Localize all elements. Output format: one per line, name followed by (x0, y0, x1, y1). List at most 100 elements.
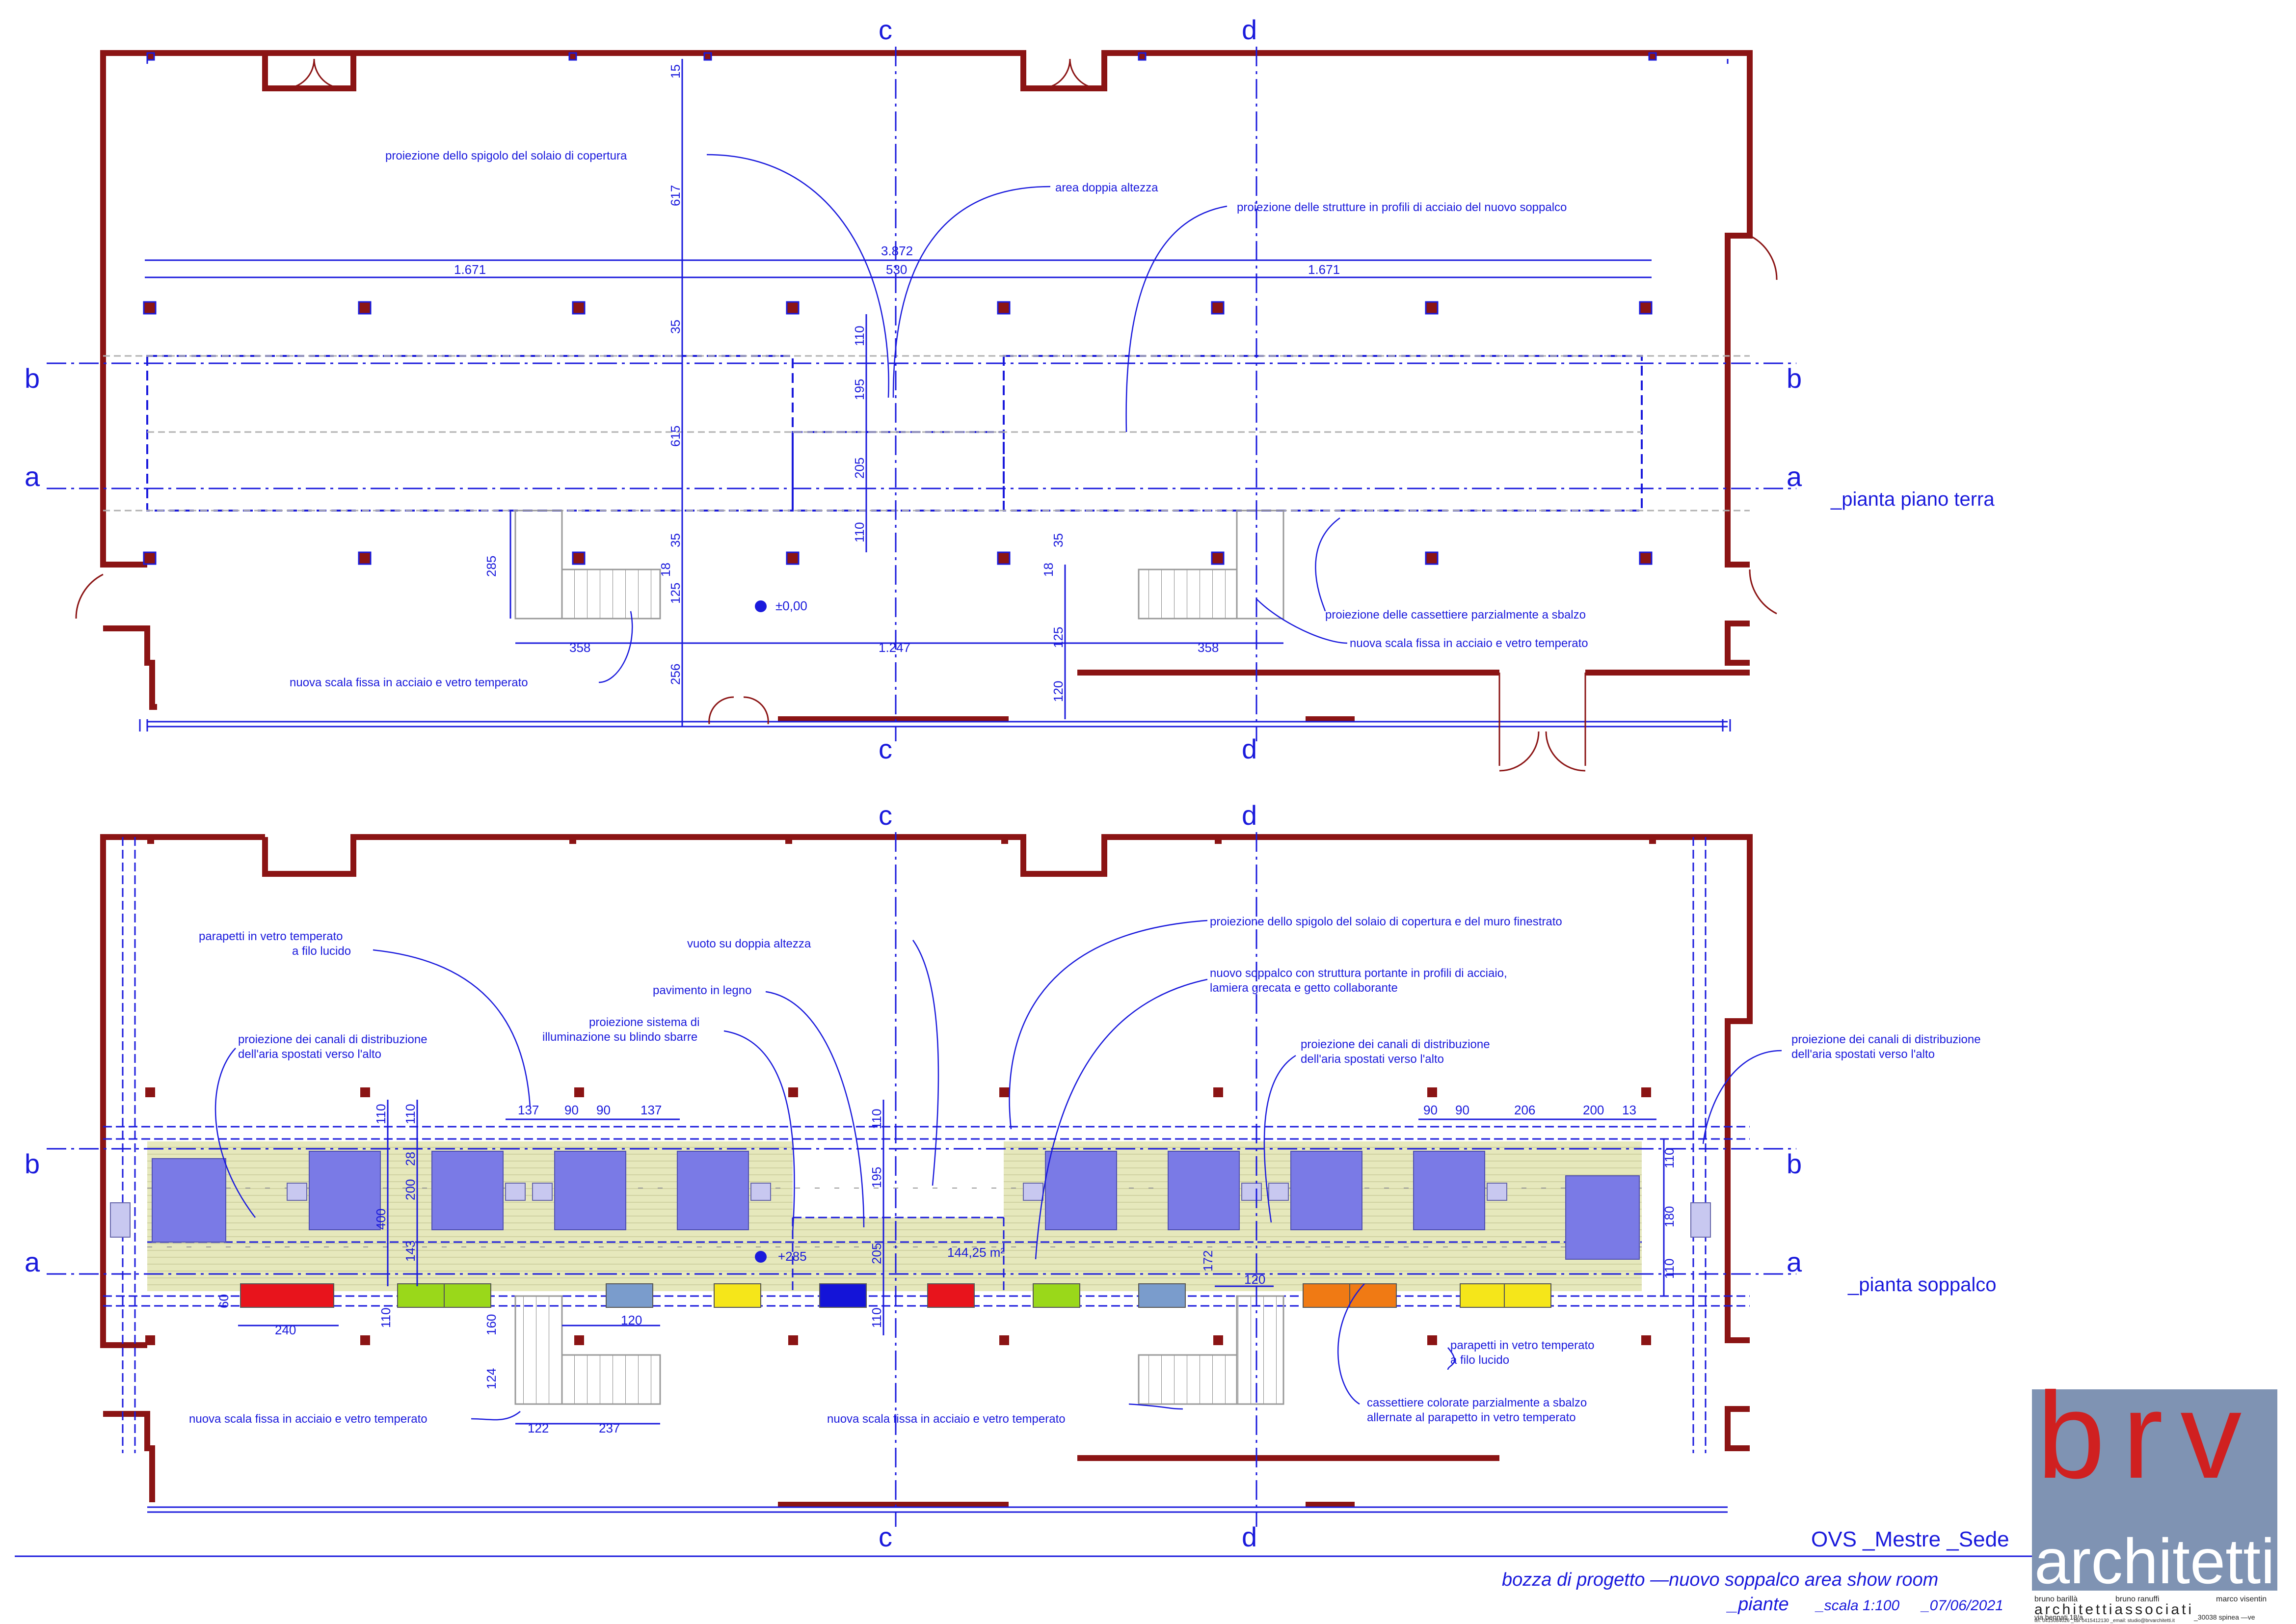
dim-125b: 125 (1051, 627, 1066, 648)
note-illuminazione-2: illuminazione su blindo sbarre (542, 1030, 697, 1044)
sheet-date: _07/06/2021 (1920, 1597, 2003, 1614)
section-mark-b-right: b (1787, 363, 1802, 394)
dim-v160: 160 (484, 1314, 499, 1335)
partner-3: marco visentin (2216, 1595, 2267, 1603)
sheet-scale: _scala 1:100 (1815, 1597, 1899, 1614)
note-pavimento: pavimento in legno (653, 984, 751, 997)
firm-city: _30038 spinea —ve (2193, 1613, 2255, 1621)
note-soppalco: nuovo soppalco con struttura portante in… (1210, 967, 1507, 980)
ground-floor-stairs (514, 510, 1284, 620)
note-scala-mid: nuova scala fissa in acciaio e vetro tem… (827, 1412, 1066, 1426)
section-mark-d-top: d (1242, 14, 1257, 45)
project-name: OVS _Mestre _Sede (1811, 1527, 2009, 1551)
dim-120: 120 (1051, 681, 1066, 702)
mezzanine-area: 144,25 m² (947, 1245, 1005, 1260)
dim-v110g: 110 (378, 1308, 393, 1328)
note-scala-left: nuova scala fissa in acciaio e vetro tem… (290, 676, 528, 689)
mezzanine-desks (152, 1151, 1640, 1260)
section-mark-d-top-2: d (1242, 800, 1257, 831)
note-canali-mid: proiezione dei canali di distribuzione (1301, 1038, 1490, 1051)
drawer-8 (927, 1283, 975, 1308)
dim-125a: 125 (668, 583, 683, 604)
title-piano-terra: _pianta piano terra (1830, 488, 1995, 510)
section-mark-b-left: b (25, 363, 40, 394)
brv-logo: brv architetti (2032, 1367, 2277, 1597)
dim-122: 122 (528, 1421, 549, 1435)
colored-drawers (240, 1283, 1551, 1308)
dim-left: 1.671 (454, 262, 486, 277)
section-mark-b-left-2: b (25, 1148, 40, 1179)
drawer-10 (1138, 1283, 1186, 1308)
note-doppia-altezza: area doppia altezza (1055, 181, 1158, 194)
plan-ground-floor: b a b a c d c d 3.872 1.671 530 1.671 35… (25, 14, 1995, 772)
level-ground: ±0,00 (775, 598, 807, 613)
dim-195: 195 (852, 379, 867, 400)
drawer-5 (606, 1283, 653, 1308)
dim-615: 615 (668, 426, 683, 447)
partner-1: bruno barillà (2034, 1595, 2078, 1603)
firm-contacts: tel. 0415084026 _fax 0415412130 _email: … (2034, 1618, 2175, 1624)
note-scala-right: nuova scala fissa in acciaio e vetro tem… (1350, 637, 1588, 650)
dim-v124: 124 (484, 1368, 499, 1389)
dim-200: 200 (1583, 1103, 1604, 1117)
drawer-11 (1303, 1283, 1350, 1308)
title-soppalco: _pianta soppalco (1847, 1274, 1996, 1296)
note-canali-left-2: dell'aria spostati verso l'alto (238, 1048, 381, 1061)
partner-2: bruno ranuffi (2115, 1595, 2160, 1603)
note-parapetti-br: parapetti in vetro temperato (1450, 1339, 1595, 1352)
dim-v60: 60 (216, 1294, 231, 1308)
section-mark-a-left: a (25, 461, 40, 492)
mezzanine-columns (145, 837, 1656, 1345)
note-spigolo: proiezione dello spigolo del solaio di c… (385, 149, 627, 162)
dim-v110c: 110 (869, 1109, 884, 1129)
ground-floor-facade (139, 59, 1731, 731)
dim-18: 18 (658, 563, 673, 577)
note-canali-left: proiezione dei canali di distribuzione (238, 1033, 427, 1046)
note-vuoto: vuoto su doppia altezza (687, 937, 811, 950)
dim-v110e: 110 (1662, 1148, 1677, 1168)
section-mark-c-top: c (879, 14, 892, 45)
drawer-7 (819, 1283, 867, 1308)
drawer-12 (1349, 1283, 1397, 1308)
dim-mid: 530 (886, 262, 907, 277)
logo-letters: brv (2037, 1367, 2259, 1504)
dim-v172: 172 (1201, 1250, 1215, 1272)
dim-15: 15 (668, 64, 683, 79)
dim-v205: 205 (869, 1243, 884, 1264)
dim-13: 13 (1622, 1103, 1636, 1117)
drawer-14 (1504, 1283, 1551, 1308)
note-parapetti-tl: parapetti in vetro temperato (199, 930, 343, 943)
dim-90c: 90 (1423, 1103, 1438, 1117)
section-mark-a-right: a (1787, 461, 1802, 492)
dim-v180: 180 (1662, 1206, 1677, 1227)
dim-120b: 120 (1244, 1272, 1265, 1287)
dim-right: 1.671 (1308, 262, 1340, 277)
section-mark-a-left-2: a (25, 1246, 40, 1277)
dim-overall: 3.872 (881, 244, 913, 258)
note-canali-mid-2: dell'aria spostati verso l'alto (1301, 1053, 1444, 1066)
dim-v143: 143 (403, 1241, 418, 1262)
dim-35a: 35 (668, 320, 683, 334)
dim-90a: 90 (564, 1103, 579, 1117)
dim-617: 617 (668, 185, 683, 206)
section-mark-d-bottom: d (1242, 733, 1257, 764)
dim-90b: 90 (596, 1103, 611, 1117)
mezzanine-stairs (514, 1295, 1284, 1405)
section-mark-b-right-2: b (1787, 1148, 1802, 1179)
note-illuminazione: proiezione sistema di (589, 1016, 699, 1029)
dim-285: 285 (484, 556, 499, 577)
dim-256: 256 (668, 664, 683, 685)
note-cassettiere-colorate-2: allernate al parapetto in vetro temperat… (1367, 1411, 1576, 1424)
sheet-name: _piante (1726, 1594, 1789, 1615)
dim-206: 206 (1514, 1103, 1535, 1117)
dim-90d: 90 (1455, 1103, 1469, 1117)
note-spigolo-2: proiezione dello spigolo del solaio di c… (1210, 915, 1562, 928)
dim-120: 120 (621, 1313, 642, 1327)
drawer-4 (444, 1283, 491, 1308)
dim-v110b: 110 (403, 1104, 418, 1124)
dim-18b: 18 (1041, 563, 1056, 577)
plan-mezzanine: b a b a c d c d 137 90 90 137 90 90 206 … (25, 800, 1996, 1552)
note-cassettiere-colorate: cassettiere colorate parzialmente a sbal… (1367, 1396, 1587, 1409)
dim-v400: 400 (374, 1209, 388, 1230)
level-mezzanine: +285 (778, 1249, 807, 1264)
